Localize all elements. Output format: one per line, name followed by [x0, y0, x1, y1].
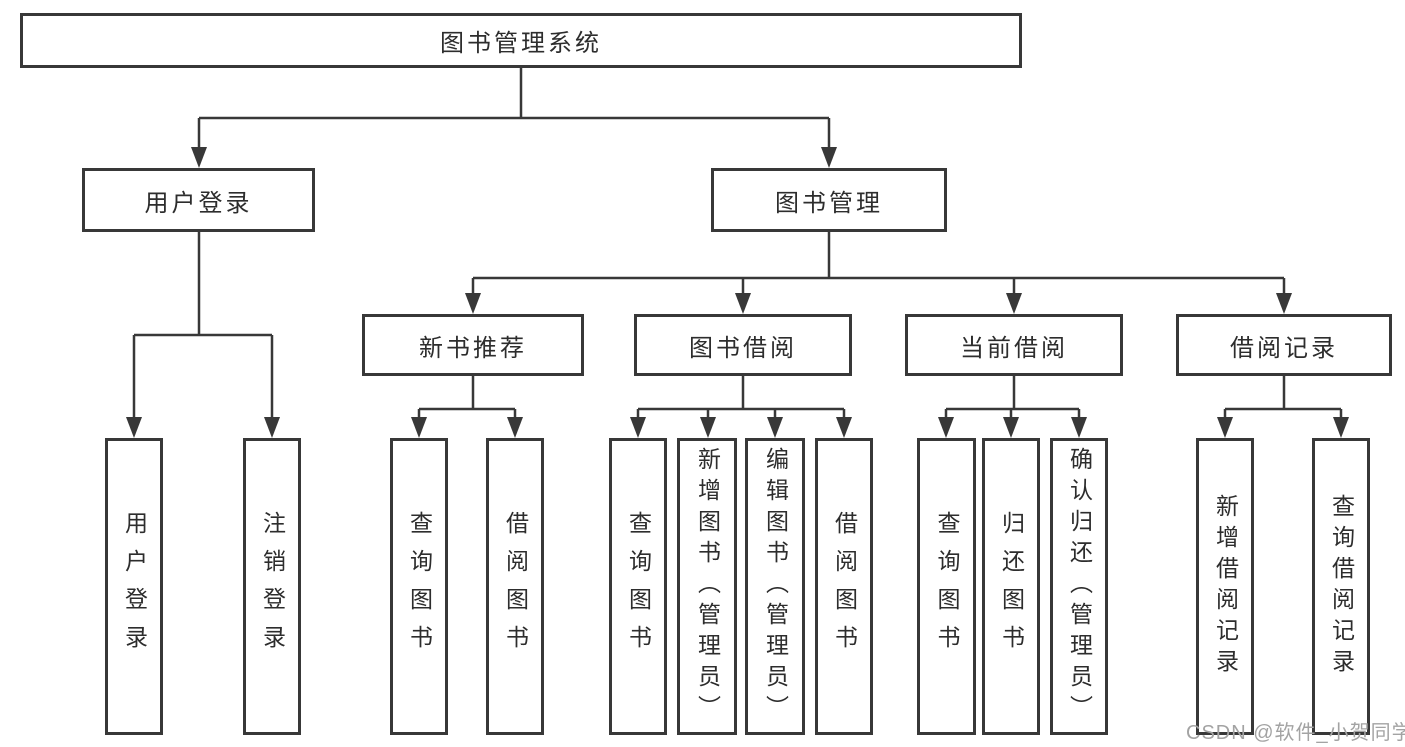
node-label: 图书管理系统 [440, 30, 602, 57]
node-label: 用户登录 [144, 189, 253, 217]
node-label: 图书管理 [775, 189, 883, 217]
node-label: 新增图书（管理员） [694, 447, 721, 726]
node-root-system: 图书管理系统 [20, 13, 1022, 68]
leaf-query-books-borrow: 查询图书 [609, 438, 667, 735]
node-label: 新书推荐 [419, 334, 527, 362]
node-borrow-records: 借阅记录 [1176, 314, 1392, 376]
leaf-query-books-current: 查询图书 [917, 438, 976, 735]
leaf-logout: 注销登录 [243, 438, 301, 735]
node-label: 图书借阅 [689, 334, 797, 362]
leaf-user-login: 用户登录 [105, 438, 163, 735]
leaf-return-book: 归还图书 [982, 438, 1040, 735]
leaf-borrow-books-recommend: 借阅图书 [486, 438, 544, 735]
node-book-borrow: 图书借阅 [634, 314, 852, 376]
node-label: 查询图书 [406, 510, 433, 663]
node-user-login: 用户登录 [82, 168, 315, 232]
node-book-management: 图书管理 [711, 168, 947, 232]
leaf-add-borrow-record: 新增借阅记录 [1196, 438, 1254, 735]
node-label: 查询图书 [625, 510, 652, 663]
leaf-query-books-recommend: 查询图书 [390, 438, 448, 735]
node-label: 新增借阅记录 [1212, 493, 1239, 680]
node-label: 查询借阅记录 [1328, 493, 1355, 680]
node-label: 注销登录 [259, 510, 286, 663]
node-label: 当前借阅 [960, 334, 1068, 362]
leaf-edit-book-admin: 编辑图书（管理员） [745, 438, 805, 735]
node-label: 借阅记录 [1230, 334, 1338, 362]
node-label: 确认归还（管理员） [1066, 447, 1093, 726]
leaf-borrow-books: 借阅图书 [815, 438, 873, 735]
csdn-watermark: CSDN @软件_小贺同学 [1186, 722, 1405, 744]
leaf-add-book-admin: 新增图书（管理员） [677, 438, 737, 735]
node-label: 查询图书 [934, 510, 960, 663]
node-label: 用户登录 [121, 510, 148, 663]
leaf-confirm-return-admin: 确认归还（管理员） [1050, 438, 1108, 735]
leaf-query-borrow-record: 查询借阅记录 [1312, 438, 1370, 735]
node-label: 借阅图书 [502, 510, 529, 663]
node-label: 归还图书 [998, 510, 1025, 663]
node-new-book-recommend: 新书推荐 [362, 314, 584, 376]
node-label: 编辑图书（管理员） [762, 447, 789, 726]
node-label: 借阅图书 [831, 510, 858, 663]
node-current-borrow: 当前借阅 [905, 314, 1123, 376]
